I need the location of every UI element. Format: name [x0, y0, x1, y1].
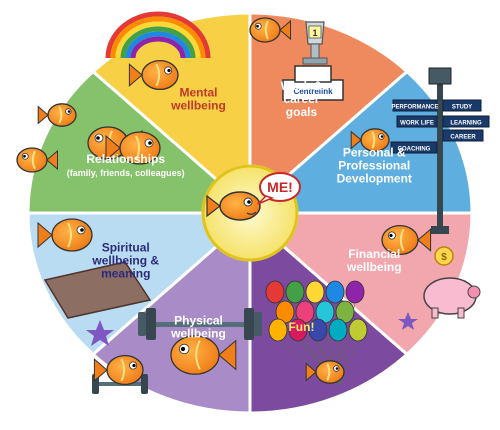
label-mental-line-1: wellbeing: [170, 98, 226, 112]
label-work-line-1: career: [283, 92, 319, 106]
sign-board-3: [442, 115, 490, 128]
signs-layer: PERFORMANCE STUDY WORK LIFE LEARNING CAREER C…: [390, 99, 490, 154]
label-spiritual-line-0: Spiritual: [102, 240, 150, 254]
rainbow-icon: [105, 11, 211, 59]
podium-label: Centrelink: [293, 87, 333, 96]
sign-label-4: CAREER: [450, 135, 476, 141]
fish-icon: [37, 218, 93, 252]
sign-label-1: STUDY: [452, 105, 472, 111]
balloon: [308, 318, 328, 342]
svg-text:$: $: [441, 252, 447, 263]
label-work-line-2: goals: [286, 105, 318, 119]
sign-label-0: PERFORMANCE: [391, 105, 438, 111]
me-speech-bubble: ME!: [257, 172, 301, 205]
fish-icon: [105, 131, 161, 165]
fish-icon: [350, 128, 390, 152]
center-label: ME!: [267, 179, 293, 195]
barbell-icon: [138, 308, 262, 340]
fish-icon: [93, 354, 144, 386]
podium-icon: Centrelink: [282, 65, 344, 101]
balloon: [265, 280, 285, 304]
label-personal-line-1: Professional: [338, 159, 410, 173]
fish-icon: [16, 147, 58, 173]
label-fun-line-0: Fun!: [288, 320, 314, 334]
label-physical-line-0: Physical: [174, 314, 223, 328]
label-personal-line-0: Personal &: [343, 146, 406, 160]
balloon: [268, 318, 288, 342]
balloon: [345, 280, 365, 304]
label-physical-line-1: wellbeing: [170, 327, 226, 341]
balloon: [285, 280, 305, 304]
balloon: [325, 280, 345, 304]
label-relationships-line-1: (family, friends, colleagues): [67, 168, 185, 178]
label-relationships: Relationships (family, friends, colleague…: [67, 152, 185, 178]
label-mental-line-0: Mental: [180, 85, 218, 99]
starfish-icon: [86, 312, 418, 346]
sign-label-2: WORK LIFE: [400, 121, 434, 127]
sign-board-4: [442, 129, 484, 142]
label-spiritual-line-1: wellbeing &: [91, 253, 159, 267]
signpost-icon: PERFORMANCE STUDY WORK LIFE LEARNING CAREER C…: [390, 67, 490, 234]
fish-icon: [305, 360, 345, 384]
trophy-icon: 1: [302, 21, 328, 65]
fish-icon: [37, 103, 77, 127]
balloon: [328, 318, 348, 342]
sign-label-3: LEARNING: [450, 121, 482, 127]
sign-board-2: [396, 115, 438, 128]
trophy-number: 1: [312, 28, 317, 38]
label-relationships-line-0: Relationships: [86, 152, 165, 166]
label-financial-line-1: wellbeing: [346, 260, 402, 274]
fish-icon: [128, 59, 179, 91]
label-financial-line-0: Financial: [348, 247, 400, 261]
label-spiritual-line-2: meaning: [101, 266, 150, 280]
sign-board-5: [390, 141, 438, 154]
sign-board-0: [392, 99, 438, 112]
mat-icon: [43, 261, 152, 319]
label-personal-line-2: Development: [337, 172, 412, 186]
balloon: [288, 318, 308, 342]
balloon: [348, 318, 368, 342]
piggy-bank-icon: [423, 277, 481, 319]
fish-icon: [170, 335, 237, 375]
sign-board-1: [442, 99, 482, 112]
label-fun: Fun!: [288, 320, 314, 334]
balloon: [305, 280, 325, 304]
label-work-line-0: Work &: [281, 79, 323, 93]
fish-icon: [249, 17, 291, 43]
fish-layer: [16, 17, 432, 386]
sign-label-5: COACHING: [398, 147, 431, 153]
center-fish-icon: [206, 191, 261, 221]
fish-icon: [381, 224, 432, 256]
coin-icon: $: [434, 246, 454, 266]
